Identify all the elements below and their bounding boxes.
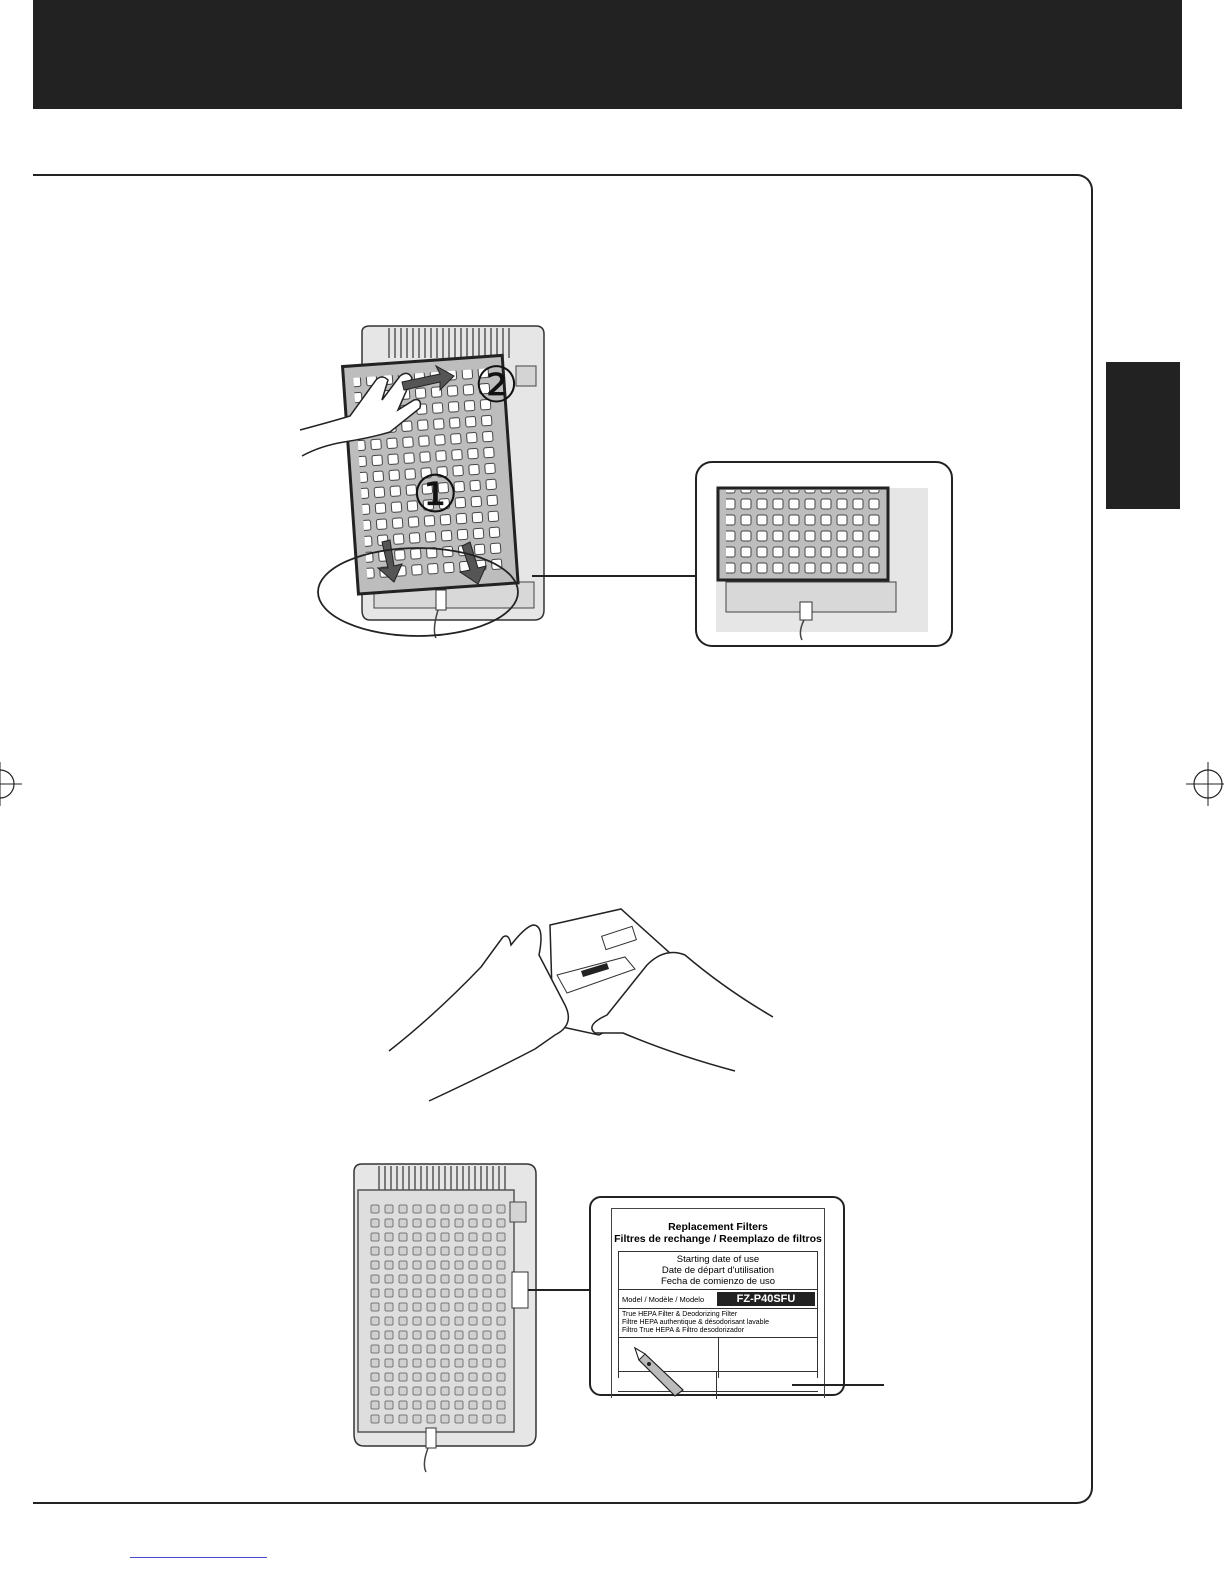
section-tab[interactable] xyxy=(1106,362,1180,509)
date-label-fr: Date de départ d'utilisation xyxy=(661,1265,775,1276)
filter-label-en: True HEPA Filter & Deodorizing Filter xyxy=(622,1311,738,1318)
peel-label-illustration xyxy=(388,908,774,1102)
detail-highlight xyxy=(317,547,519,637)
marker-pen-icon xyxy=(633,1346,684,1397)
left-hand-icon xyxy=(388,924,570,1102)
date-label-es: Fecha de comienzo de uso xyxy=(660,1276,776,1287)
right-hand-icon xyxy=(591,951,774,1072)
filter-removal-illustration: ② ① xyxy=(299,325,953,647)
label-location xyxy=(511,1271,529,1309)
date-entry-grid xyxy=(618,1337,818,1378)
callout-2: ② xyxy=(474,357,519,413)
label-heading: Replacement Filters xyxy=(668,1221,768,1233)
registration-mark-left xyxy=(0,762,22,806)
arrow-up-icon xyxy=(401,364,455,392)
content-frame xyxy=(33,174,1093,1504)
callout-1: ① xyxy=(412,466,459,524)
footer-link-rule xyxy=(130,1557,267,1558)
date-label-en: Starting date of use xyxy=(676,1254,760,1265)
purifier-unit-front xyxy=(353,1163,537,1473)
date-field-leader-line xyxy=(792,1384,884,1386)
label-subheading: Filtres de rechange / Reemplazo de filtr… xyxy=(614,1233,822,1245)
label-card: Replacement Filters Filtres de rechange … xyxy=(611,1208,825,1399)
zoom-detail-box xyxy=(695,461,953,647)
header-bar xyxy=(33,0,1182,109)
filter-label-es: Filtro True HEPA & Filtro desodorizador xyxy=(622,1327,745,1334)
model-label: Model / Modèle / Modelo xyxy=(622,1294,705,1304)
hand-icon xyxy=(299,372,422,457)
filter-label-fr: Filtre HEPA authentique & désodorisant l… xyxy=(622,1319,769,1326)
model-value: FZ-P40SFU xyxy=(717,1292,815,1306)
label-zoom-box: Replacement Filters Filtres de rechange … xyxy=(589,1196,845,1399)
attach-label-illustration xyxy=(353,1163,592,1473)
registration-mark-right xyxy=(1186,762,1224,806)
